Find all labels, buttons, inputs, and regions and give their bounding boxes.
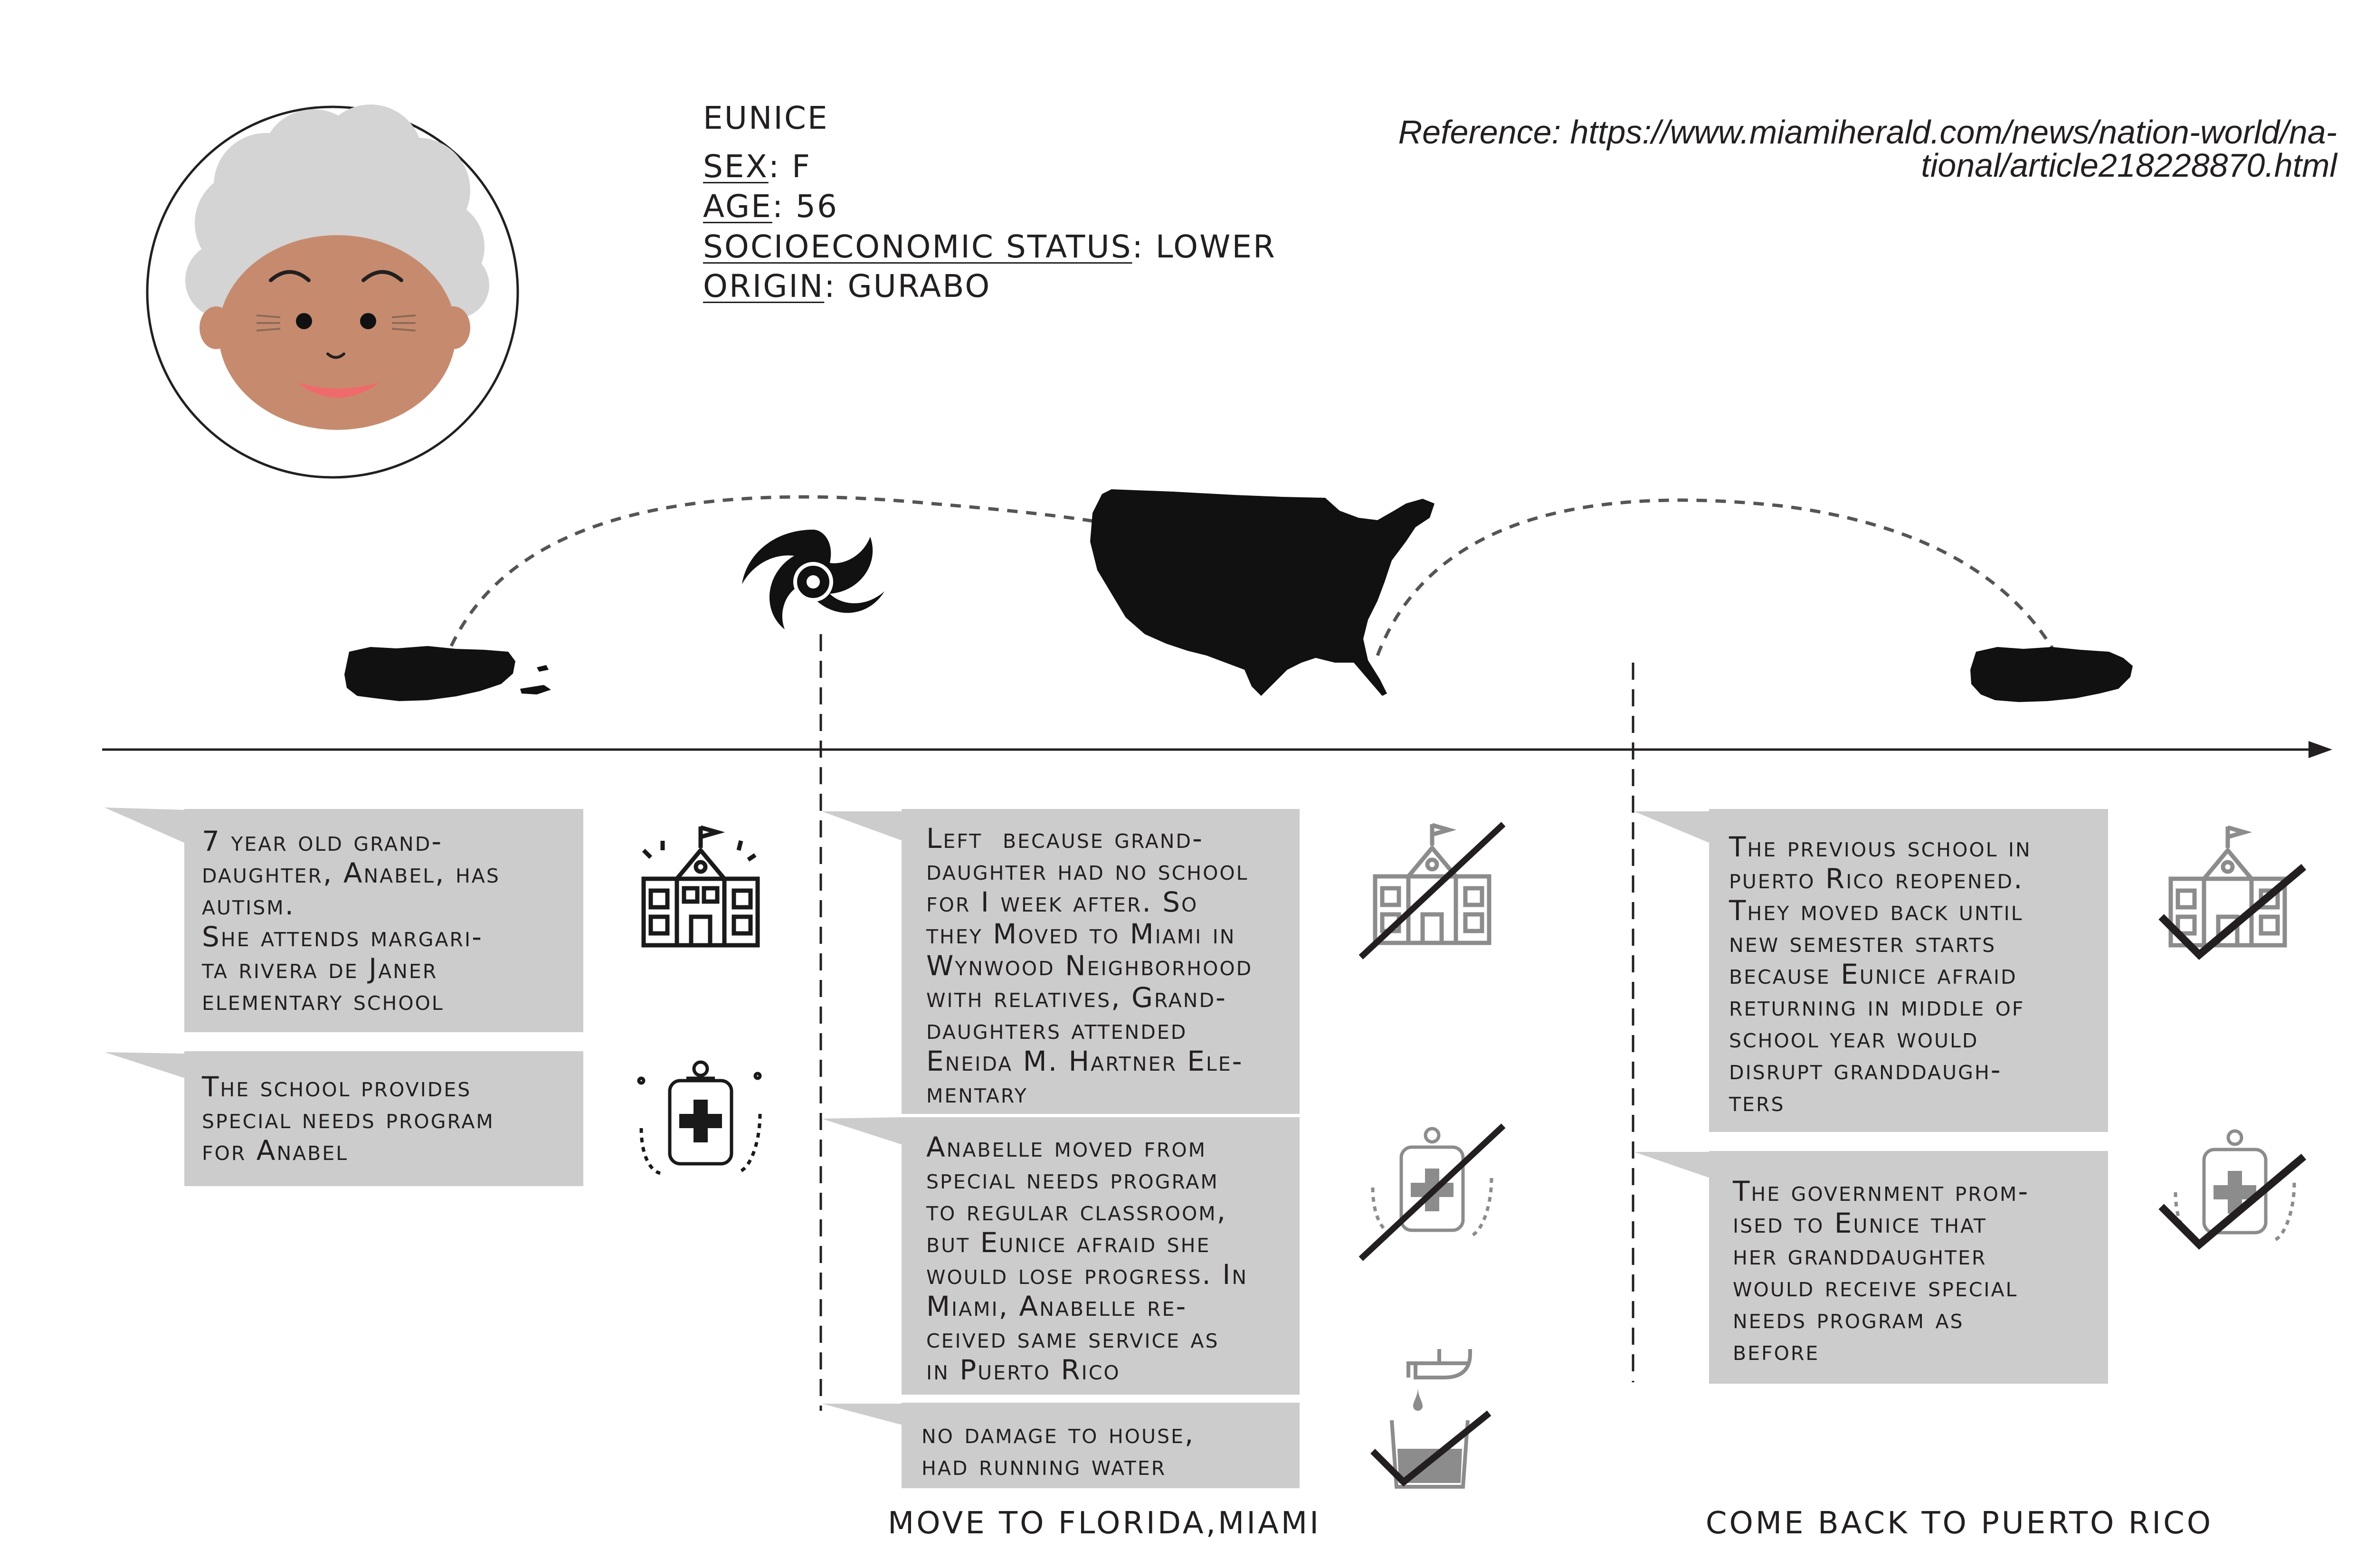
callout-text: The previous school in puerto Rico reope… — [1729, 831, 2032, 1118]
age-label: AGE — [703, 188, 772, 225]
ses-field: SOCIOECONOMIC STATUS: LOWER — [703, 231, 1276, 263]
sex-value: : F — [768, 148, 811, 185]
puerto-rico-map-icon — [344, 646, 551, 701]
callout-text: no damage to house, had running water — [922, 1417, 1195, 1482]
check-mark-icon — [2158, 1153, 2307, 1250]
callout-box — [184, 1051, 583, 1186]
callout-box — [1709, 1151, 2108, 1384]
callout-text: Anabelle moved from special needs progra… — [926, 1131, 1248, 1386]
origin-label: ORIGIN — [703, 268, 825, 304]
water-faucet-icon — [1370, 1349, 1492, 1489]
grandmother-avatar — [146, 105, 519, 479]
school-building-icon — [1358, 822, 1506, 960]
reference-line-1: Reference: https://www.miamiherald.com/n… — [1398, 114, 2337, 151]
sex-label: SEX — [703, 148, 769, 185]
school-building-icon — [2158, 825, 2307, 960]
callout-text: The government prom- ised to Eunice that… — [1733, 1175, 2030, 1367]
ses-value: : LOWER — [1132, 228, 1276, 265]
age-value: : 56 — [772, 188, 839, 225]
callout-text: 7 year old grand- daughter, Anabel, has … — [202, 825, 500, 1017]
callout-text: The school provides special needs progra… — [202, 1071, 494, 1167]
ses-label: SOCIOECONOMIC STATUS — [703, 228, 1132, 265]
phase-label-return: COME BACK TO PUERTO RICO — [1705, 1506, 2214, 1541]
check-mark-icon — [1370, 1410, 1492, 1487]
medical-iv-bag-icon — [1358, 1123, 1506, 1261]
strike-through-icon — [1358, 822, 1506, 960]
origin-field: ORIGIN: GURABO — [703, 271, 991, 302]
callout-box — [902, 1403, 1300, 1488]
usa-map-icon — [1090, 489, 1434, 696]
callout-text: Left because grand- daughter had no scho… — [926, 822, 1253, 1109]
age-field: AGE: 56 — [703, 191, 838, 222]
medical-iv-bag-icon — [637, 1060, 762, 1175]
check-mark-icon — [2158, 864, 2307, 960]
medical-iv-bag-icon — [2158, 1129, 2307, 1250]
reference-line-2: tional/article218228870.html — [1921, 147, 2337, 184]
school-building-icon — [641, 825, 760, 948]
hurricane-icon — [742, 530, 884, 629]
callout-box — [1709, 809, 2108, 1132]
strike-through-icon — [1358, 1123, 1506, 1261]
phase-label-move: MOVE TO FLORIDA,MIAMI — [888, 1506, 1321, 1541]
person-name: EUNICE — [703, 100, 829, 136]
origin-value: : GURABO — [824, 268, 991, 304]
reference-citation: Reference: https://www.miamiherald.com/n… — [1282, 115, 2337, 182]
puerto-rico-map-icon — [1970, 647, 2133, 702]
callout-box — [902, 1117, 1300, 1395]
callout-box — [184, 809, 583, 1032]
sex-field: SEX: F — [703, 151, 811, 182]
callout-box — [902, 809, 1300, 1114]
